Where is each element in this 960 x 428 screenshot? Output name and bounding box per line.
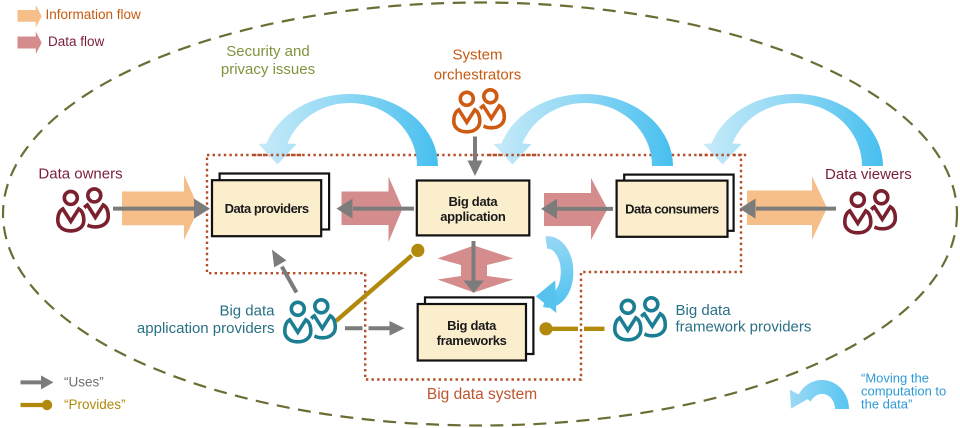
svg-text:Big data: Big data xyxy=(447,318,497,333)
svg-text:application: application xyxy=(440,209,506,224)
svg-text:Big data: Big data xyxy=(219,303,275,320)
svg-text:Big data system: Big data system xyxy=(427,386,537,403)
svg-text:Data viewers: Data viewers xyxy=(825,166,912,183)
svg-text:Data owners: Data owners xyxy=(38,165,122,182)
svg-text:System: System xyxy=(452,47,502,64)
svg-text:frameworks: frameworks xyxy=(437,333,507,348)
svg-text:application providers: application providers xyxy=(137,320,275,337)
svg-text:Information flow: Information flow xyxy=(46,7,142,22)
svg-text:Big data: Big data xyxy=(448,194,498,209)
svg-text:the data”: the data” xyxy=(861,397,912,412)
svg-text:“Uses”: “Uses” xyxy=(64,375,104,390)
svg-text:orchestrators: orchestrators xyxy=(434,67,522,84)
svg-text:Big data: Big data xyxy=(676,302,732,319)
svg-text:Data consumers: Data consumers xyxy=(625,202,719,217)
svg-text:“Provides”: “Provides” xyxy=(64,397,126,412)
svg-text:Data providers: Data providers xyxy=(225,201,309,216)
svg-text:privacy issues: privacy issues xyxy=(221,61,315,78)
svg-text:framework providers: framework providers xyxy=(676,318,812,335)
svg-text:“Moving the: “Moving the xyxy=(861,371,929,386)
svg-text:Data flow: Data flow xyxy=(48,34,105,49)
svg-text:Security and: Security and xyxy=(226,43,309,60)
svg-text:computation to: computation to xyxy=(861,384,946,399)
